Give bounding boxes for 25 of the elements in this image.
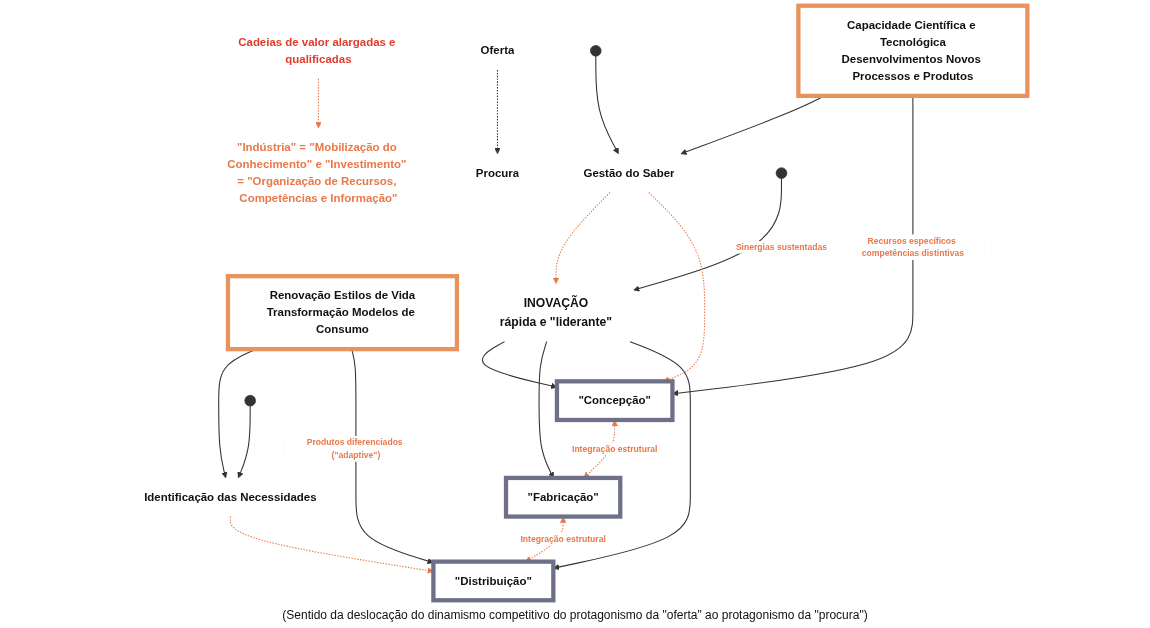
arrow xyxy=(633,177,782,292)
node-box: "Distribuição" xyxy=(431,559,556,603)
edge-label: Produtos diferenciados ("adaptive") xyxy=(306,437,403,461)
caption: (Sentido da deslocação do dinamismo competitivo do protagonismo da "oferta" ao protagonismo da "procura") xyxy=(282,607,868,624)
node-box: Capacidade Científica e Tecnológica Desenvolvimentos Novos Processos e Produtos xyxy=(796,3,1030,98)
edge-label: Integração estrutural xyxy=(571,443,658,454)
node-text: INOVAÇÃO rápida e "liderante" xyxy=(499,296,613,329)
arrow xyxy=(237,405,251,479)
node-box: "Concepção" xyxy=(554,379,675,423)
arrow xyxy=(494,69,501,155)
node-box: "Fabricação" xyxy=(503,475,623,519)
node-text: Procura xyxy=(475,166,520,179)
node-text: Cadeias de valor alargadas e qualificadas xyxy=(238,35,396,66)
node-box: Renovação Estilos de Vida Transformação Modelos de Consumo xyxy=(225,274,460,352)
arrow xyxy=(315,78,322,129)
arrow xyxy=(553,341,691,571)
arrow xyxy=(595,55,619,155)
node-text: "Indústria" = "Mobilização do Conhecimento" e "Investimento" = "Organização de Recursos, Competências e Informação" xyxy=(227,140,407,205)
arrow xyxy=(552,191,611,284)
edge-label: Recursos específicos competências distintivas xyxy=(861,235,964,259)
node-text: Gestão do Saber xyxy=(583,166,675,179)
edge-label: Sinergias sustentadas xyxy=(735,242,828,253)
node-text: Oferta xyxy=(480,44,515,57)
edge-label: Integração estrutural xyxy=(520,534,606,545)
node-text: Identificação das Necessidades xyxy=(144,490,317,503)
